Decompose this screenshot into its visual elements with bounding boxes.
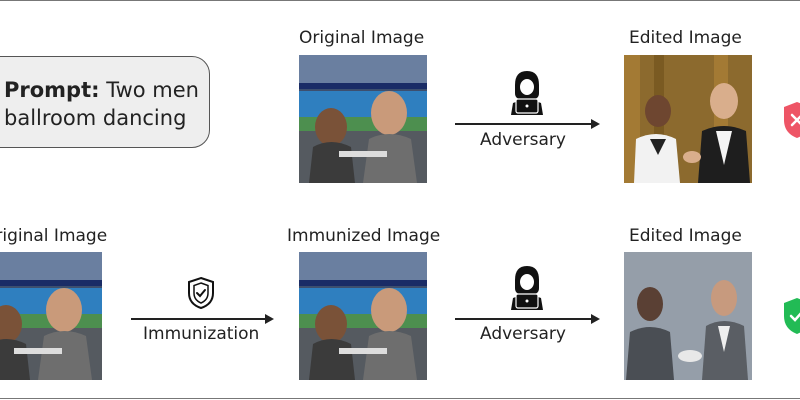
- x-shield-icon: [782, 100, 800, 140]
- check-shield-icon: [782, 296, 800, 336]
- hacker-icon: [507, 69, 547, 117]
- bottom-rule: [0, 398, 800, 399]
- prompt-text: Prompt: Two men ballroom dancing: [4, 76, 224, 132]
- hacker-icon: [507, 264, 547, 312]
- immunization-arrowhead: [265, 314, 274, 324]
- immunization-arrow: [131, 318, 269, 320]
- row2-edited-caption: Edited Image: [629, 226, 742, 246]
- row1-adversary-label: Adversary: [480, 130, 566, 150]
- row1-edited-caption: Edited Image: [629, 28, 742, 48]
- row1-arrowhead: [591, 119, 600, 129]
- row2-adversary-arrow: [455, 318, 595, 320]
- row2-arrowhead: [591, 314, 600, 324]
- shield-check-icon: [186, 276, 216, 310]
- row1-edited-image: [624, 55, 752, 183]
- row1-original-caption: Original Image: [299, 28, 425, 48]
- row1-adversary-arrow: [455, 123, 595, 125]
- row2-original-image: [0, 252, 102, 380]
- prompt-line2: ballroom dancing: [4, 106, 187, 130]
- prompt-box: [0, 56, 210, 148]
- row2-immunized-image: [299, 252, 427, 380]
- row2-edited-image: [624, 252, 752, 380]
- row2-adversary-label: Adversary: [480, 324, 566, 344]
- prompt-line1: Two men: [106, 78, 199, 102]
- immunization-label: Immunization: [143, 324, 260, 344]
- prompt-label: Prompt:: [4, 78, 100, 102]
- row2-immunized-caption: Immunized Image: [287, 226, 441, 246]
- top-rule: [0, 0, 800, 1]
- row1-original-image: [299, 55, 427, 183]
- row2-original-caption: Original Image: [0, 226, 108, 246]
